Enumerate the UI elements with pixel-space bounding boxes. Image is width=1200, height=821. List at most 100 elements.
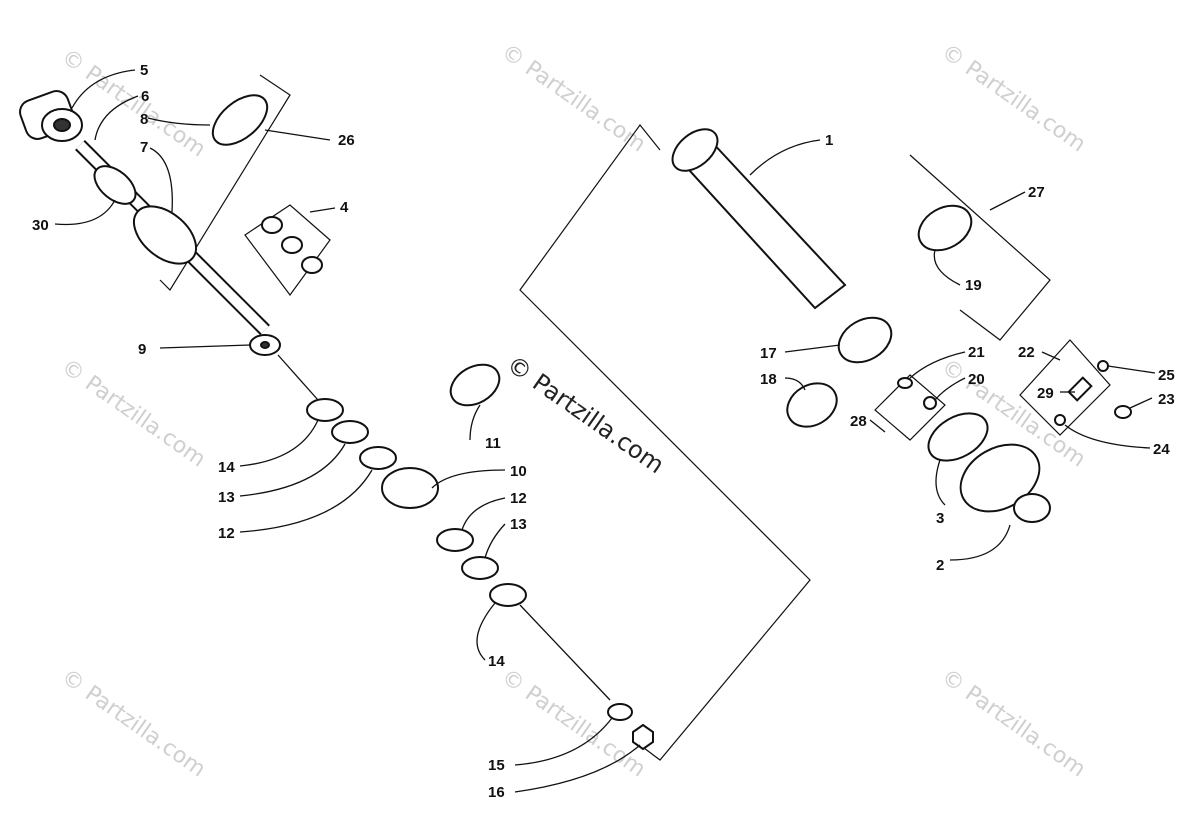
part-label-29: 29 [1037, 385, 1054, 402]
watermark: © Partzilla.com [497, 39, 650, 157]
part-label-4: 4 [340, 199, 349, 216]
leader-14b [476, 602, 496, 661]
watermark: © Partzilla.com [937, 39, 1090, 157]
part-label-26: 26 [338, 132, 355, 149]
assembly-brackets [159, 74, 1111, 761]
watermark: © Partzilla.com [937, 664, 1090, 782]
part-label-9: 9 [138, 341, 146, 358]
leader-10 [431, 469, 506, 489]
part-label-14: 14 [218, 459, 235, 476]
leader-5 [71, 69, 136, 109]
leader-27 [989, 191, 1026, 211]
shim-part [359, 446, 397, 470]
part-label-23: 23 [1158, 391, 1175, 408]
part-label-24: 24 [1153, 441, 1170, 458]
part-label-1: 1 [825, 132, 833, 149]
bushing-part [281, 236, 303, 254]
leader-8 [147, 117, 211, 126]
leader-19 [933, 249, 961, 286]
part-label-13b: 13 [510, 516, 527, 533]
part-label-19: 19 [965, 277, 982, 294]
piston-ring-part [449, 363, 501, 407]
part-label-21: 21 [968, 344, 985, 361]
shim-part [436, 528, 474, 552]
bushing-part [261, 216, 283, 234]
leader-24 [1064, 424, 1151, 449]
leader-lines [54, 69, 1156, 793]
leader-13b [484, 523, 506, 559]
part-label-7: 7 [140, 139, 148, 156]
leader-14 [239, 419, 319, 467]
parts-layer [19, 90, 1132, 751]
leader-18 [784, 377, 806, 391]
leader-30 [54, 199, 116, 226]
bracket-28 [874, 374, 946, 441]
ball-part [923, 396, 937, 410]
part-label-18: 18 [760, 371, 777, 388]
leader-7 [149, 147, 173, 213]
leader-20 [934, 377, 966, 401]
part-label-12b: 12 [510, 490, 527, 507]
leader-3 [935, 459, 946, 506]
leader-6 [94, 95, 139, 141]
watermark: © Partzilla.com [57, 44, 210, 162]
part-label-3: 3 [936, 510, 944, 527]
part-label-11: 11 [485, 435, 501, 452]
nut-part [632, 723, 654, 751]
part-label-6: 6 [141, 88, 149, 105]
leader-12 [239, 469, 373, 533]
rod-seal-part [93, 165, 137, 205]
part-label-12: 12 [218, 525, 235, 542]
bracket-1 [519, 124, 811, 761]
leader-22 [1041, 351, 1061, 361]
washer-hole [260, 341, 270, 349]
end-cap-part [837, 316, 893, 364]
part-label-14b: 14 [488, 653, 505, 670]
piston-part [381, 467, 439, 509]
leader-21 [909, 351, 966, 379]
part-label-5: 5 [140, 62, 148, 79]
part-label-20: 20 [968, 371, 985, 388]
ring-part [786, 382, 838, 428]
axis-line [519, 604, 611, 701]
part-label-16: 16 [488, 784, 505, 801]
leader-26 [264, 129, 331, 141]
washer-part [897, 377, 913, 389]
shim-part [331, 420, 369, 444]
part-label-2: 2 [936, 557, 944, 574]
leader-4 [309, 207, 336, 213]
o-ring-part [917, 204, 973, 252]
part-label-8: 8 [140, 111, 148, 128]
bracket-22 [1019, 339, 1111, 436]
leader-2 [949, 524, 1011, 561]
leader-25 [1107, 365, 1156, 374]
part-label-13: 13 [218, 489, 235, 506]
screw-part [1097, 360, 1109, 372]
part-label-10: 10 [510, 463, 527, 480]
washer-part [607, 703, 633, 721]
o-ring-part [927, 412, 989, 462]
watermark: © Partzilla.com [57, 354, 210, 472]
leader-15 [514, 717, 613, 766]
washer-part [1114, 405, 1132, 419]
part-label-25: 25 [1158, 367, 1175, 384]
bracket-4 [244, 204, 331, 297]
axis-line [277, 354, 319, 401]
bracket-26 [159, 74, 291, 291]
leader-12b [461, 497, 506, 531]
valve-part [1067, 376, 1093, 402]
leader-13 [239, 443, 346, 497]
part-label-27: 27 [1028, 184, 1045, 201]
end-housing-eye [1013, 493, 1051, 523]
leader-28 [869, 419, 886, 433]
cylinder-body-mouth [671, 128, 719, 172]
leader-1 [749, 139, 821, 176]
part-label-15: 15 [488, 757, 505, 774]
part-label-30: 30 [32, 217, 49, 234]
shim-part [306, 398, 344, 422]
shim-part [489, 583, 527, 607]
shim-part [461, 556, 499, 580]
leader-23 [1129, 397, 1153, 409]
